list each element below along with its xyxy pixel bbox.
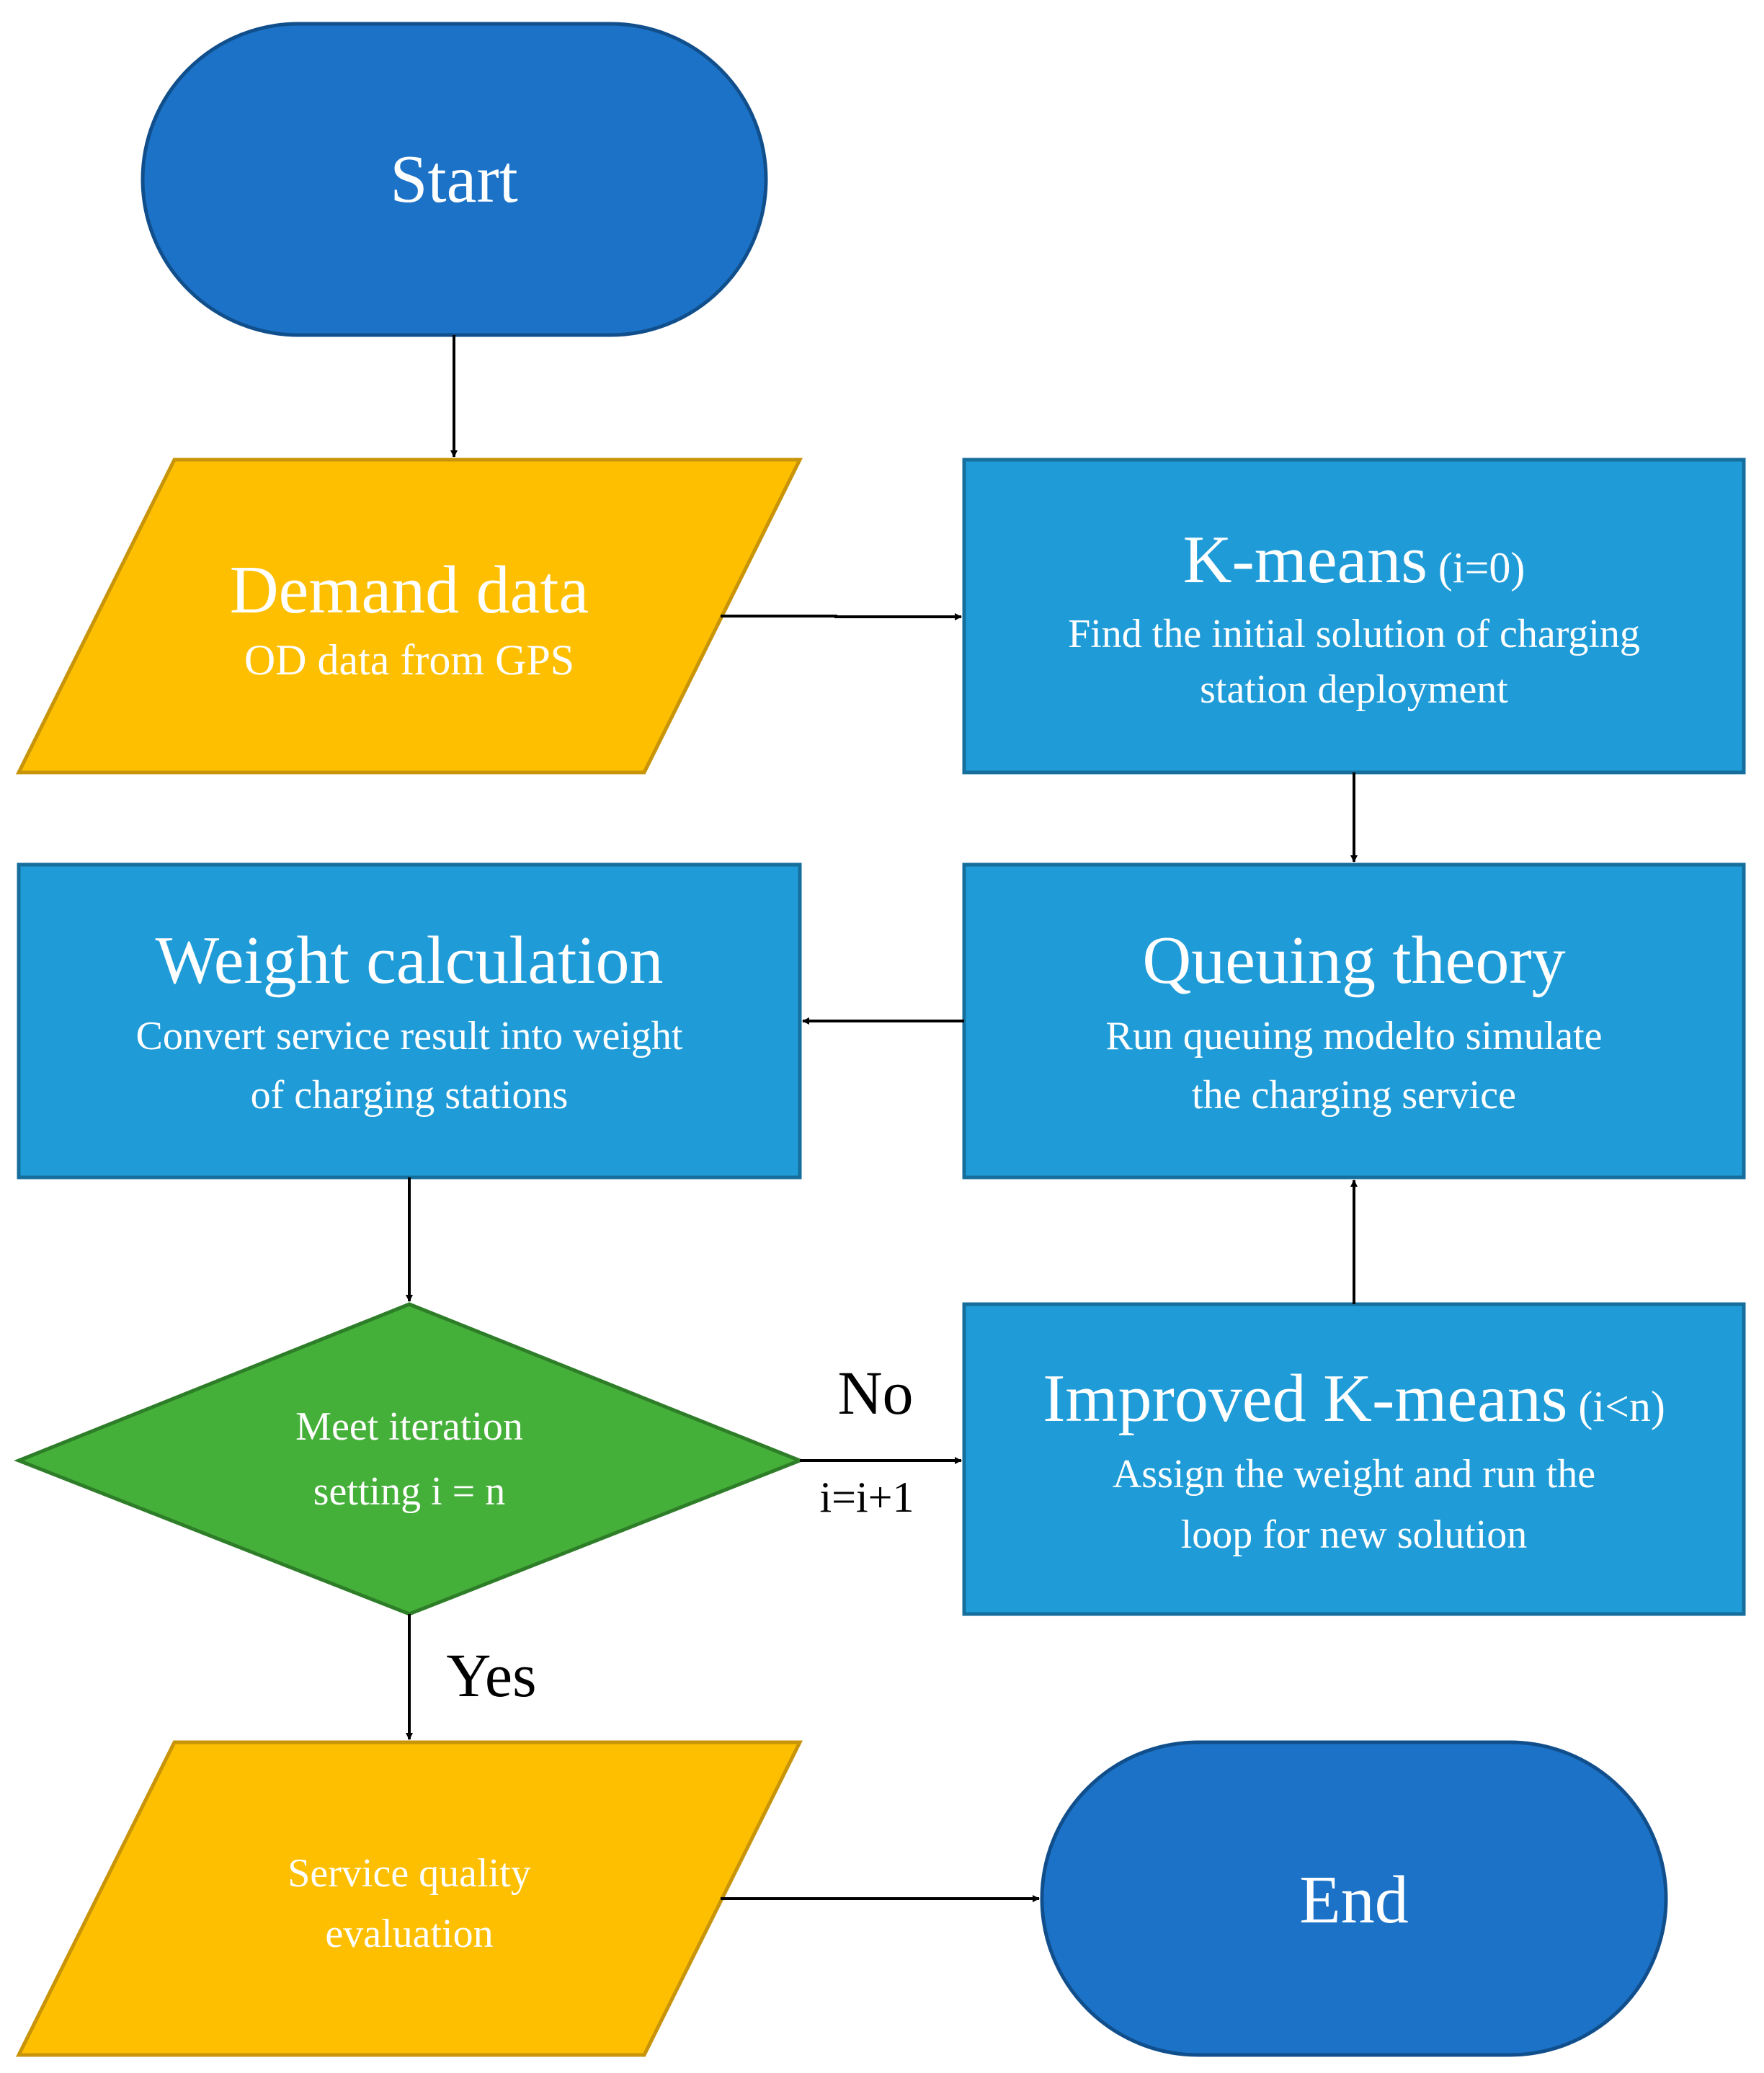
- kmeans-line1: Find the initial solution of charging: [1068, 612, 1640, 656]
- weight-line1: Convert service result into weight: [136, 1014, 683, 1058]
- queuing-line1: Run queuing modelto simulate: [1105, 1014, 1602, 1058]
- improved-kmeans-title-main: Improved K-means: [1043, 1361, 1567, 1436]
- service-quality-line2: evaluation: [325, 1912, 493, 1956]
- queuing-title: Queuing theory: [1142, 923, 1565, 998]
- weight-node: Weight calculation Convert service resul…: [17, 862, 802, 1180]
- queuing-line2: the charging service: [1192, 1073, 1516, 1118]
- kmeans-node: K-means (i=0) Find the initial solution …: [962, 458, 1746, 775]
- service-quality-line1: Service quality: [288, 1851, 530, 1896]
- service-quality-shape: [15, 1740, 803, 2057]
- edge-label-no: No: [837, 1358, 913, 1427]
- improved-kmeans-title: Improved K-means (i<n): [1043, 1361, 1665, 1436]
- weight-line2: of charging stations: [251, 1073, 569, 1118]
- end-shape: [1040, 1740, 1668, 2057]
- decision-line1: Meet iteration: [295, 1404, 523, 1449]
- improved-kmeans-line1: Assign the weight and run the: [1113, 1452, 1595, 1497]
- kmeans-title-suffix: (i=0): [1427, 544, 1525, 592]
- weight-title: Weight calculation: [156, 923, 664, 998]
- demand-data-shape: [15, 458, 803, 775]
- kmeans-title: K-means (i=0): [1183, 522, 1525, 597]
- kmeans-title-main: K-means: [1183, 522, 1427, 597]
- kmeans-shape: [962, 458, 1746, 775]
- demand-data-subtitle: OD data from GPS: [244, 636, 574, 684]
- demand-data-title: Demand data: [230, 553, 589, 628]
- decision-line2: setting i = n: [313, 1469, 505, 1514]
- improved-kmeans-node: Improved K-means (i<n) Assign the weight…: [962, 1302, 1746, 1616]
- start-label: Start: [390, 142, 518, 217]
- queuing-node: Queuing theory Run queuing modelto simul…: [962, 862, 1746, 1180]
- kmeans-line2: station deployment: [1200, 667, 1508, 712]
- improved-kmeans-shape: [962, 1302, 1746, 1616]
- decision-node: Meet iteration setting i = n: [14, 1302, 805, 1616]
- service-quality-node: Service quality evaluation: [15, 1740, 803, 2057]
- start-node: Start: [141, 22, 768, 337]
- improved-kmeans-title-suffix: (i<n): [1567, 1383, 1665, 1430]
- edge-demand-to-kmeans: [721, 613, 962, 620]
- improved-kmeans-line2: loop for new solution: [1181, 1512, 1528, 1557]
- edge-label-increment: i=i+1: [819, 1474, 914, 1521]
- decision-shape: [14, 1302, 805, 1616]
- demand-data-node: Demand data OD data from GPS: [15, 458, 803, 775]
- end-label: End: [1299, 1863, 1408, 1938]
- edge-label-yes: Yes: [446, 1641, 536, 1710]
- queuing-shape: [962, 862, 1746, 1180]
- end-node: End: [1040, 1740, 1668, 2057]
